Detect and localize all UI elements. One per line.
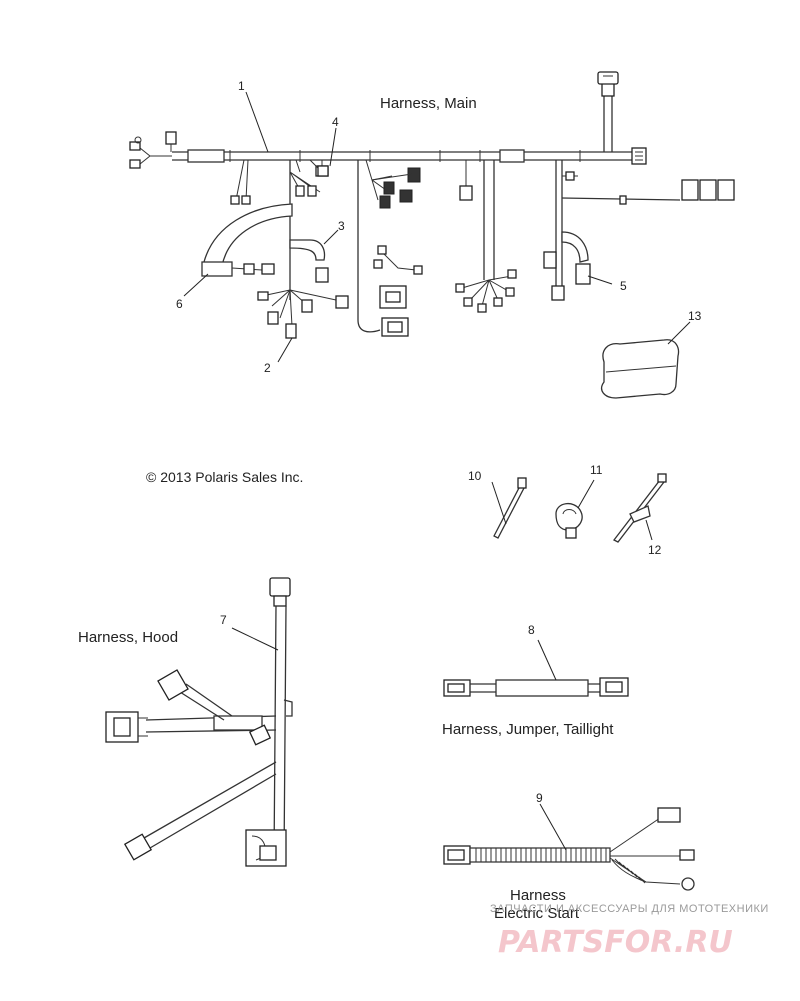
callout-2: 2 [264, 361, 271, 375]
callout-3: 3 [338, 219, 345, 233]
callout-5: 5 [620, 279, 627, 293]
callout-4: 4 [332, 115, 339, 129]
callout-1: 1 [238, 79, 245, 93]
main-harness [129, 71, 735, 339]
label-harness-es-2: Electric Start [494, 905, 580, 922]
cable-tie-10 [493, 477, 527, 539]
copyright-text: © 2013 Polaris Sales Inc. [146, 469, 303, 485]
callout-6: 6 [176, 297, 183, 311]
callout-13: 13 [688, 309, 702, 323]
label-harness-main: Harness, Main [380, 95, 477, 112]
label-harness-hood: Harness, Hood [78, 629, 178, 646]
clamp-11 [555, 503, 583, 539]
boot-13 [601, 339, 680, 399]
callout-10: 10 [468, 469, 482, 483]
callout-9: 9 [536, 791, 543, 805]
callout-7: 7 [220, 613, 227, 627]
callout-12: 12 [648, 543, 662, 557]
label-harness-es-1: Harness [510, 887, 566, 904]
watermark-logo: PARTSFOR.RU [498, 925, 733, 960]
callout-8: 8 [528, 623, 535, 637]
hood-harness [105, 577, 293, 867]
electric-start-harness [443, 807, 695, 891]
leaders [183, 91, 691, 851]
callout-11: 11 [590, 463, 603, 477]
label-harness-jumper: Harness, Jumper, Taillight [442, 721, 614, 738]
cable-tie-12 [613, 473, 667, 543]
watermark-tagline: ЗАПЧАСТИ И АКСЕССУАРЫ ДЛЯ МОТОТЕХНИКИ [490, 903, 769, 915]
jumper-harness [443, 677, 629, 697]
